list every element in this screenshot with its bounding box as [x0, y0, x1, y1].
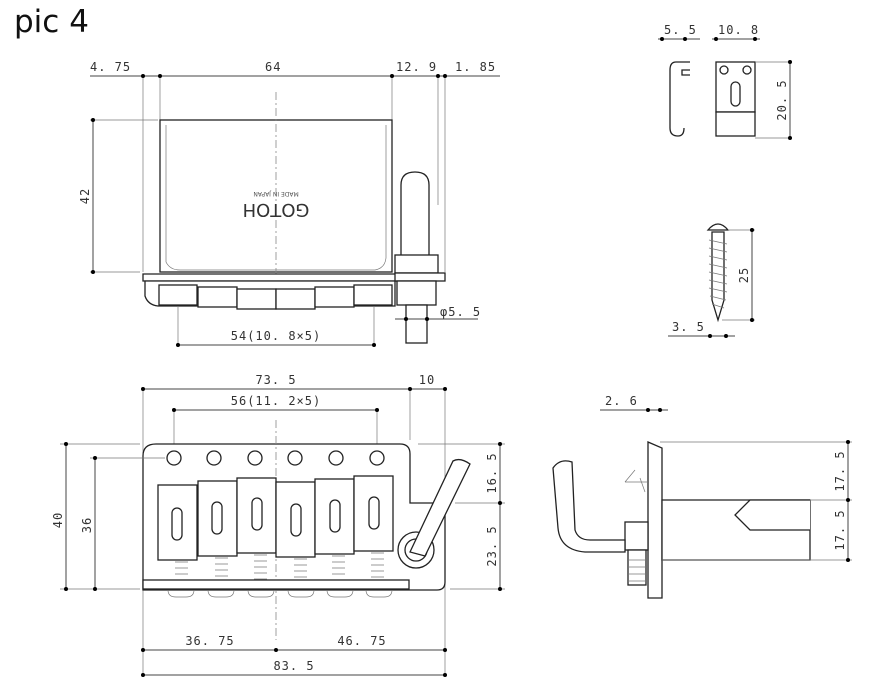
dim-4-75: 4. 75: [90, 60, 131, 74]
dim-56: 56(11. 2×5): [231, 394, 321, 408]
side-view: 2. 6 17. 5 17. 5: [552, 394, 852, 599]
dim-25: 25: [737, 267, 751, 283]
dim-2-6: 2. 6: [605, 394, 638, 408]
dim-23-5: 23. 5: [485, 525, 499, 566]
brand-logo: GOTOH: [243, 199, 310, 220]
dim-73-5: 73. 5: [255, 373, 296, 387]
saddles: [157, 475, 394, 583]
dim-46-75: 46. 75: [337, 634, 386, 648]
dim-3-5: 3. 5: [672, 320, 705, 334]
dim-42: 42: [78, 188, 92, 204]
dim-83-5: 83. 5: [273, 659, 314, 673]
figure-title: pic 4: [14, 4, 89, 40]
string-holes: [166, 450, 385, 466]
dim-36-75: 36. 75: [185, 634, 234, 648]
dim-40: 40: [51, 512, 65, 528]
dim-20-5: 20. 5: [775, 79, 789, 120]
dim-64: 64: [265, 60, 281, 74]
bottom-view: 73. 5 10 56(11. 2×5) 40 36 16. 5 23. 5: [51, 373, 505, 677]
dim-16-5: 16. 5: [485, 452, 499, 493]
dim-36: 36: [80, 517, 94, 533]
top-view: 4. 75 64 12. 9 1. 85 GOTOH MADE IN JAPAN…: [78, 60, 500, 347]
spring-clip-view: 5. 5 10. 8 20. 5: [658, 23, 792, 140]
dim-54: 54(10. 8×5): [231, 329, 321, 343]
dim-1-85: 1. 85: [455, 60, 496, 74]
dim-5-5: 5. 5: [664, 23, 697, 37]
brand-sub: MADE IN JAPAN: [253, 190, 298, 197]
dim-17-5-top: 17. 5: [833, 450, 847, 491]
dim-arm-diameter: φ5. 5: [440, 305, 481, 319]
screw-view: 25 3. 5: [668, 223, 755, 338]
dim-10: 10: [419, 373, 435, 387]
dim-10-8: 10. 8: [718, 23, 759, 37]
dim-12-9: 12. 9: [396, 60, 437, 74]
dim-17-5-bottom: 17. 5: [833, 509, 847, 550]
